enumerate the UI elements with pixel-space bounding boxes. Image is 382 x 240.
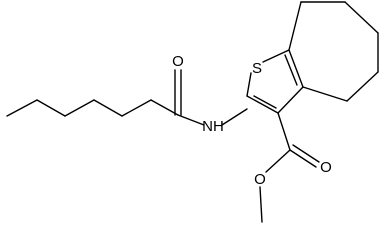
bond-s-c2 (246, 72, 252, 97)
bond-c3-c3a (277, 86, 304, 114)
bond-c5-c4 (36, 99, 66, 117)
thiophene-ring (246, 49, 304, 114)
bond-c5r-c4r (346, 71, 379, 102)
bond-c7-c6 (344, 1, 379, 34)
bond-c8a-c8 (288, 1, 302, 51)
bond-c2-c3 (246, 95, 279, 114)
cycloheptane-ring (288, 1, 379, 102)
bond-n-thiophene (221, 108, 248, 126)
amide-oxygen-label: O (172, 53, 184, 70)
methyl-ester (259, 112, 320, 223)
hexanoyl-chain (6, 99, 179, 117)
amide-group (174, 69, 248, 126)
bond-c8a-s (262, 49, 290, 63)
bond-c2-c3-inner (253, 95, 277, 109)
bond-o-methyl (259, 186, 263, 223)
bond-c2-c1 (121, 99, 152, 117)
bond-c4-c3 (64, 99, 95, 117)
ester-carbonyl-oxygen-label: O (320, 159, 332, 176)
bond-c4r-c3a (302, 86, 348, 102)
structure-canvas: S O NH O O (6, 1, 379, 223)
bond-ester-co-a (289, 149, 317, 168)
amide-nh-label: NH (202, 118, 224, 135)
molecule-diagram: S O NH O O (6, 1, 379, 223)
bond-ester-co-b (292, 144, 320, 163)
bond-ester-c-o (265, 149, 291, 173)
bond-c6-c5 (6, 99, 38, 117)
bond-c1-carbonyl (150, 99, 179, 116)
bond-amide-cn (177, 114, 205, 126)
bond-c3a-c8a-inner (284, 54, 298, 86)
bond-c3-ester-c (277, 112, 291, 151)
bond-c3-c2 (93, 99, 123, 117)
sulfur-label: S (252, 60, 262, 77)
ester-ether-oxygen-label: O (254, 171, 266, 188)
bond-c3a-c8a (288, 49, 304, 88)
